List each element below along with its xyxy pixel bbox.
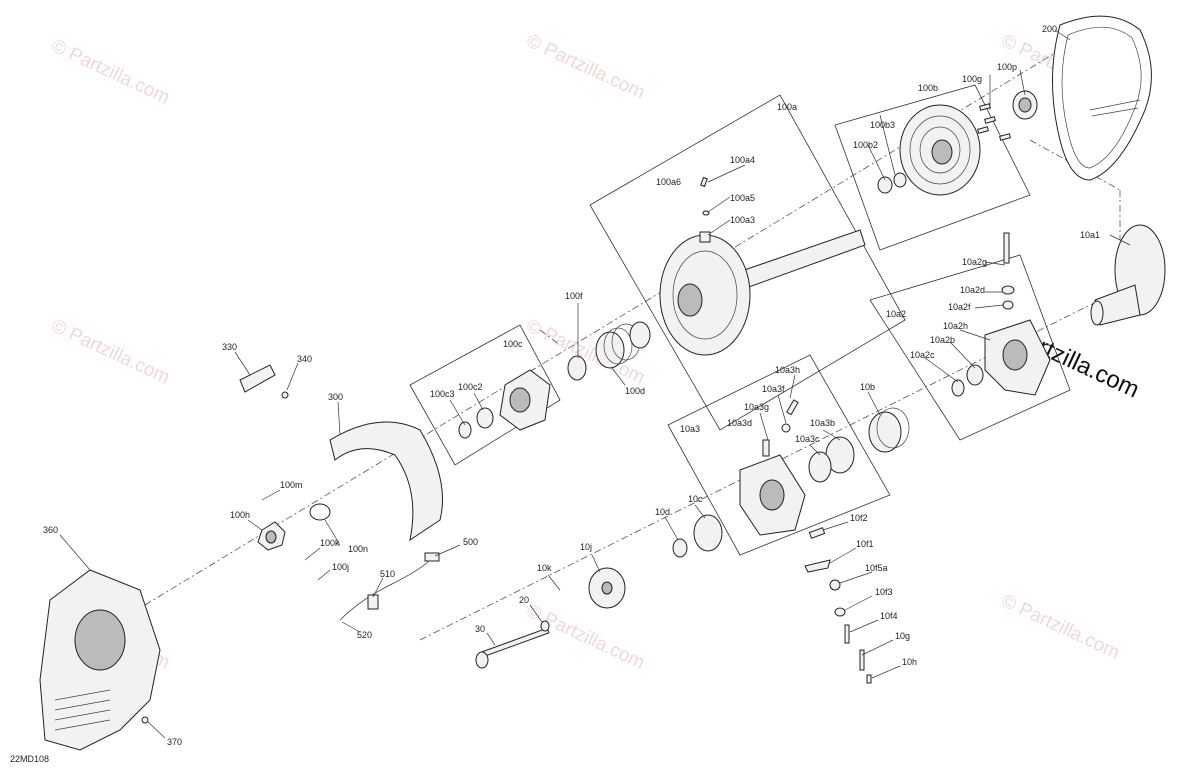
label-100b3: 100b3 bbox=[870, 120, 895, 130]
label-100b2: 100b2 bbox=[853, 140, 878, 150]
label-10f5a: 10f5a bbox=[865, 563, 888, 573]
harness-500 bbox=[339, 552, 440, 621]
label-100a: 100a bbox=[777, 102, 797, 112]
label-520: 520 bbox=[357, 630, 372, 640]
box-100c bbox=[409, 324, 561, 466]
label-10f4: 10f4 bbox=[880, 611, 898, 621]
label-200: 200 bbox=[1042, 24, 1057, 34]
sheave-100b bbox=[877, 104, 981, 196]
part-labels: 200 100g 100p 100b 100a 100b3 100b2 100a… bbox=[10, 24, 1100, 764]
box-10a2 bbox=[869, 254, 1071, 441]
label-10a3b: 10a3b bbox=[810, 418, 835, 428]
watermark-text: © Partzilla.com bbox=[523, 30, 648, 103]
box-100b bbox=[834, 84, 1031, 251]
label-500: 500 bbox=[463, 537, 478, 547]
drive-belt-200 bbox=[1052, 15, 1152, 181]
label-10a3g: 10a3g bbox=[744, 402, 769, 412]
watermark-text: © Partzilla.com bbox=[48, 35, 173, 108]
label-360: 360 bbox=[43, 525, 58, 535]
label-10a2c: 10a2c bbox=[910, 350, 935, 360]
label-30: 30 bbox=[475, 624, 485, 634]
label-100d: 100d bbox=[625, 386, 645, 396]
box-10a3 bbox=[667, 354, 891, 556]
label-10j: 10j bbox=[580, 542, 592, 552]
watermark-text: © Partzilla.com bbox=[998, 590, 1123, 663]
label-10a2b: 10a2b bbox=[930, 335, 955, 345]
label-10f3: 10f3 bbox=[875, 587, 893, 597]
shaft-sheave-100a bbox=[659, 176, 866, 356]
label-100g: 100g bbox=[962, 74, 982, 84]
label-10d: 10d bbox=[655, 507, 670, 517]
label-10a3: 10a3 bbox=[680, 424, 700, 434]
label-100a3: 100a3 bbox=[730, 215, 755, 225]
label-330: 330 bbox=[222, 342, 237, 352]
label-100m: 100m bbox=[280, 480, 303, 490]
subassembly-boxes bbox=[409, 84, 1071, 556]
spider-100c bbox=[458, 369, 551, 439]
label-10g: 10g bbox=[895, 631, 910, 641]
label-300: 300 bbox=[328, 392, 343, 402]
label-10a3d: 10a3d bbox=[727, 418, 752, 428]
label-10a2h: 10a2h bbox=[943, 321, 968, 331]
label-10f2: 10f2 bbox=[850, 513, 868, 523]
label-10a1: 10a1 bbox=[1080, 230, 1100, 240]
watermark-text: © Partzilla.com bbox=[48, 315, 173, 388]
label-10h: 10h bbox=[902, 657, 917, 667]
label-510: 510 bbox=[380, 569, 395, 579]
label-100j: 100j bbox=[332, 562, 349, 572]
label-340: 340 bbox=[297, 354, 312, 364]
label-10a3c: 10a3c bbox=[795, 434, 820, 444]
label-10a2f: 10a2f bbox=[948, 302, 971, 312]
label-100k: 100k bbox=[320, 538, 340, 548]
fixed-sheave-10a1 bbox=[1090, 224, 1166, 326]
label-100c2: 100c2 bbox=[458, 382, 483, 392]
label-100c3: 100c3 bbox=[430, 389, 455, 399]
hardware-10f bbox=[804, 527, 872, 684]
label-100h: 100h bbox=[230, 510, 250, 520]
label-100c: 100c bbox=[503, 339, 523, 349]
label-100b: 100b bbox=[918, 83, 938, 93]
box-100a bbox=[589, 94, 906, 431]
label-10f1: 10f1 bbox=[856, 539, 874, 549]
label-10k: 10k bbox=[537, 563, 552, 573]
cover-300 bbox=[239, 364, 443, 542]
label-100a5: 100a5 bbox=[730, 193, 755, 203]
watermark-text: © Partzilla.com bbox=[523, 315, 648, 388]
label-10a3h: 10a3h bbox=[775, 365, 800, 375]
label-10b: 10b bbox=[860, 382, 875, 392]
label-100f: 100f bbox=[565, 291, 583, 301]
label-370: 370 bbox=[167, 737, 182, 747]
cam-10a2 bbox=[951, 232, 1051, 397]
bearing-100p bbox=[977, 90, 1038, 141]
hub-10a3 bbox=[739, 399, 855, 536]
label-100n: 100n bbox=[348, 544, 368, 554]
bearing-and-flange bbox=[475, 514, 723, 669]
label-100p: 100p bbox=[997, 62, 1017, 72]
springs bbox=[567, 321, 910, 453]
label-10c: 10c bbox=[688, 494, 703, 504]
label-10a3f: 10a3f bbox=[762, 384, 785, 394]
watermark-text: © Partzilla.com bbox=[523, 600, 648, 673]
nut-100h bbox=[257, 521, 286, 551]
housing-360 bbox=[39, 569, 161, 751]
leader-lines bbox=[59, 29, 1131, 739]
label-100a6: 100a6 bbox=[656, 177, 681, 187]
label-100a4: 100a4 bbox=[730, 155, 755, 165]
diagram-code: 22MD108 bbox=[10, 754, 49, 764]
label-10a2: 10a2 bbox=[886, 309, 906, 319]
label-10a2g: 10a2g bbox=[962, 257, 987, 267]
label-20: 20 bbox=[519, 595, 529, 605]
label-10a2d: 10a2d bbox=[960, 285, 985, 295]
